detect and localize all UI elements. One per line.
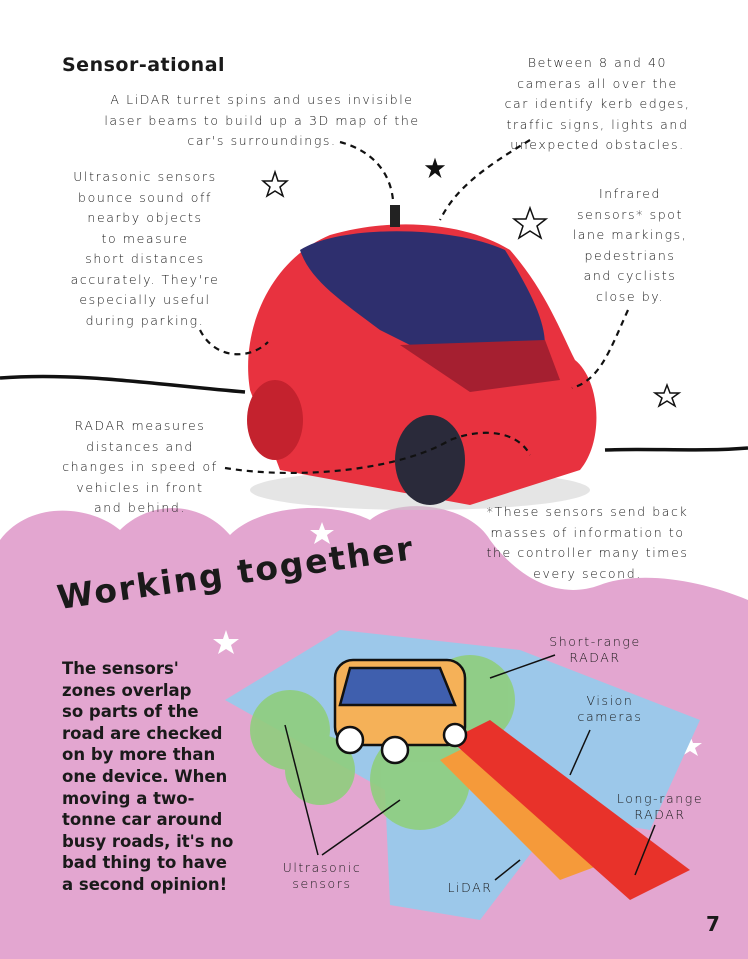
body-paragraph: The sensors' zones overlap so parts of t…: [62, 659, 234, 894]
section-title: Sensor-ational: [62, 54, 226, 76]
road-line: [0, 374, 246, 394]
lidar-beam: [440, 745, 600, 880]
radar-caption: RADAR measures distances and changes in …: [62, 418, 218, 515]
sensor-zones-diagram: [225, 630, 700, 920]
label-ultrasonic-sensors: Ultrasonic sensors: [282, 860, 362, 891]
road-line: [604, 446, 748, 452]
long-range-radar-beam: [450, 720, 690, 900]
red-car-photo: [247, 205, 597, 510]
label-short-range-radar: Short-range RADAR: [549, 634, 641, 665]
yellow-car-illustration: [333, 658, 468, 765]
ultrasonic-caption: Ultrasonic sensors bounce sound off near…: [70, 169, 220, 328]
footnote-caption: *These sensors send back masses of infor…: [486, 504, 689, 581]
star-icons: [260, 157, 682, 408]
label-vision-cameras: Vision cameras: [577, 693, 643, 724]
label-lidar: LiDAR: [447, 880, 493, 895]
infrared-caption: Infrared sensors* spot lane markings, pe…: [572, 186, 688, 304]
lidar-caption: A LiDAR turret spins and uses invisible …: [104, 92, 420, 148]
label-lines: [284, 654, 656, 881]
label-long-range-radar: Long-range RADAR: [616, 791, 704, 822]
page-number: 7: [706, 912, 720, 936]
dashed-arrows: [199, 139, 630, 475]
cameras-caption: Between 8 and 40 cameras all over the ca…: [504, 55, 691, 152]
